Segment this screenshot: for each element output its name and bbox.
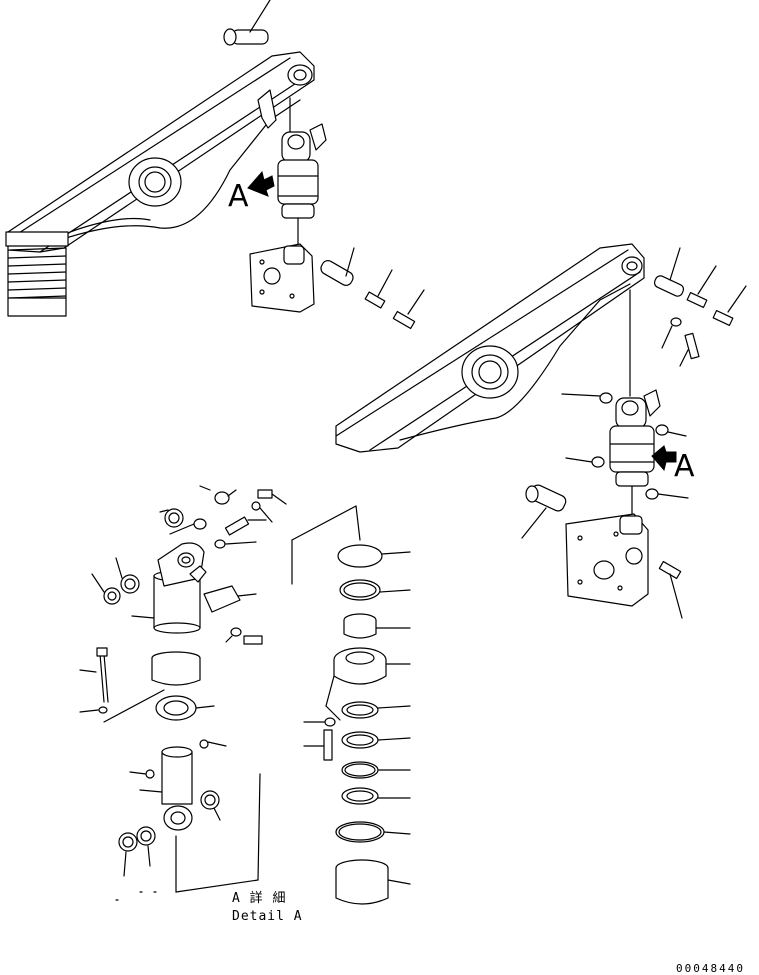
upper-pin [223,0,271,46]
rubber-cushion-bellows [5,231,69,317]
view-arrow-a-right: A [651,445,695,484]
left-suspension-cylinder [249,97,327,313]
detail-center-column-parts [291,505,411,905]
right-upper-pin-bolts [653,247,747,367]
view-marker-a-right: A [674,449,695,484]
right-suspension-cylinder [561,389,689,619]
left-equalizer-bar [7,51,315,253]
detail-title-jp: A 詳 細 [232,890,286,906]
view-marker-a-left: A [228,179,249,214]
right-lower-pin [521,484,567,539]
right-equalizer-bar [335,243,645,453]
view-arrow-a-left: A [228,170,275,214]
detail-title-en: Detail A [232,909,303,924]
figure-number: 00048440 [676,962,745,975]
detail-left-column-parts [79,647,261,901]
left-pin-and-bolts [320,247,425,330]
detail-left-cylinder-head [91,485,287,645]
